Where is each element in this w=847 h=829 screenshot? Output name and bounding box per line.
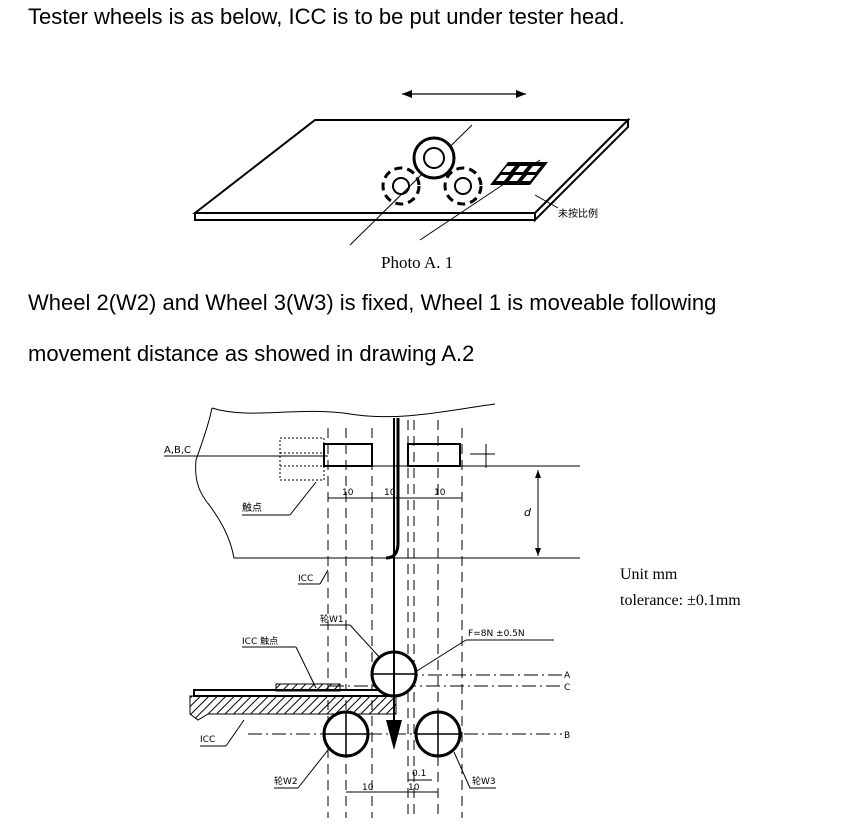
label-icc-bottom: ICC xyxy=(200,735,215,745)
dim-10-b: 10 xyxy=(384,488,396,498)
label-force: F=8N ±0.5N xyxy=(468,629,525,639)
dim-10-c: 10 xyxy=(434,488,446,498)
label-w3: 轮W3 xyxy=(472,775,496,787)
label-icc-contact: ICC 触点 xyxy=(242,635,278,647)
wheel-w2-icon xyxy=(381,166,421,206)
intro-text: Tester wheels is as below, ICC is to be … xyxy=(28,4,625,29)
card-outline-left xyxy=(195,407,395,559)
photo-caption: Photo A. 1 xyxy=(381,253,454,272)
icc-chip-icon xyxy=(490,162,548,185)
wheel-movement-drawing: A,B,C d 10 10 10 触点 ICC 轮W1 ICC 触点 F xyxy=(164,403,580,818)
wheel-w3-icon xyxy=(443,166,483,206)
dim-10-e: 10 xyxy=(408,783,420,793)
unit-note: Unit mm xyxy=(620,566,678,583)
label-b: B xyxy=(564,731,570,741)
label-icc-top: ICC xyxy=(298,574,313,584)
card-edge xyxy=(385,418,400,560)
contact-area-dotted xyxy=(279,437,325,481)
label-contact: 触点 xyxy=(242,501,262,514)
description-line-1: Wheel 2(W2) and Wheel 3(W3) is fixed, Wh… xyxy=(28,290,717,315)
wheel-w2-circle xyxy=(322,710,370,758)
label-w2: 轮W2 xyxy=(274,775,298,787)
dim-01: 0.1 xyxy=(412,769,426,779)
dim-10-a: 10 xyxy=(342,488,354,498)
tester-wheels-photo: 未按比例 xyxy=(192,90,631,246)
label-w1: 轮W1 xyxy=(320,613,344,625)
centerlines xyxy=(327,420,463,818)
icc-card-hatched xyxy=(189,695,397,721)
label-c: C xyxy=(564,683,570,693)
dim-d-label: d xyxy=(524,506,532,519)
scale-note: 未按比例 xyxy=(558,207,598,220)
description-line-2: movement distance as showed in drawing A… xyxy=(28,341,475,366)
tolerance-note: tolerance: ±0.1mm xyxy=(620,592,741,609)
wheel-w3-circle xyxy=(414,710,462,758)
card-outline-top xyxy=(211,403,496,418)
icc-contact-pad xyxy=(275,683,341,692)
label-a: A xyxy=(564,671,571,681)
force-arrow-icon xyxy=(386,418,402,750)
card-plate xyxy=(192,117,631,223)
dim-10-d: 10 xyxy=(362,783,374,793)
movement-arrow-icon xyxy=(402,90,526,98)
label-abc: A,B,C xyxy=(164,445,191,456)
contact-rect-left xyxy=(323,443,373,467)
wheel-w1-icon xyxy=(412,136,456,180)
contact-rect-right xyxy=(407,443,461,467)
